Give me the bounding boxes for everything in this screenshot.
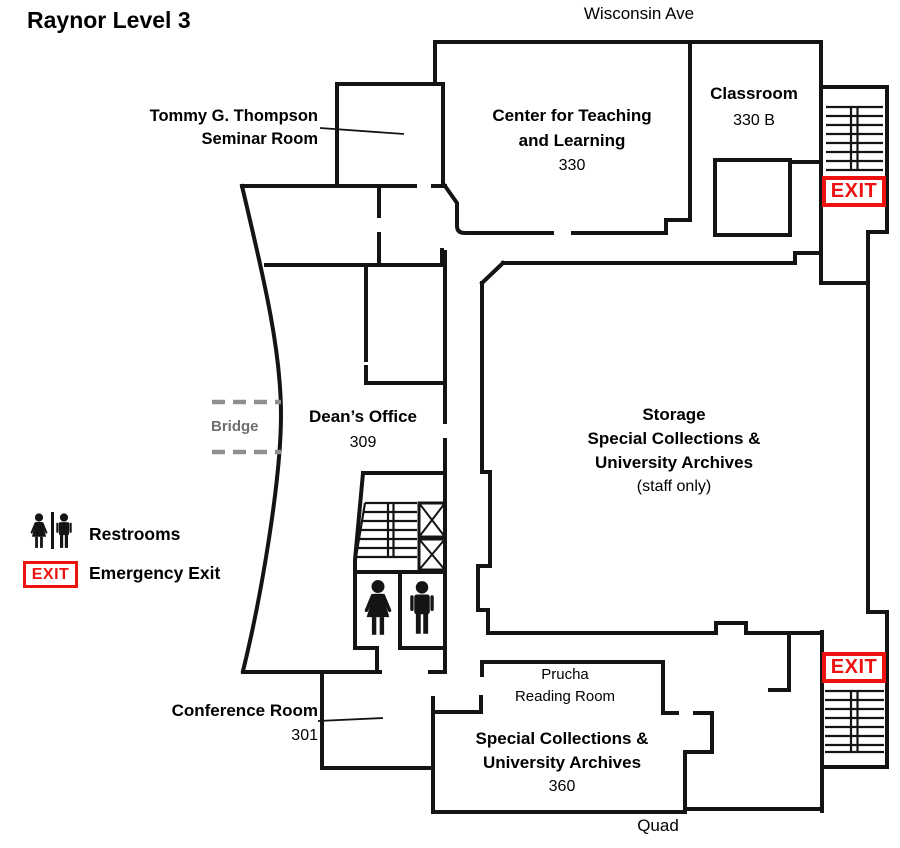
page-title: Raynor Level 3 — [27, 7, 191, 33]
man-icon — [410, 581, 434, 634]
legend-woman-icon — [30, 512, 48, 549]
room-label-conference: Conference Room 301 — [171, 701, 318, 744]
conference-leader-line — [317, 717, 384, 722]
elevator-icon — [417, 501, 447, 572]
stairs-icon-bottom-right — [825, 689, 884, 754]
room-label-scua: Special Collections & University Archive… — [475, 729, 649, 795]
stairs-icon-center — [354, 501, 417, 559]
exit-sign-bottom-right: EXIT — [822, 652, 886, 683]
legend-restrooms-label: Restrooms — [89, 524, 181, 544]
room-label-seminar: Tommy G. Thompson Seminar Room — [149, 107, 318, 148]
bridge-dashed-lines — [212, 399, 281, 455]
stairs-icon-top-right — [826, 105, 883, 172]
woman-icon — [364, 578, 392, 637]
building-walls — [239, 40, 889, 814]
legend-exit-sign: EXIT — [23, 561, 78, 588]
room-label-storage: Storage Special Collections & University… — [587, 405, 761, 495]
street-label-north: Wisconsin Ave — [583, 4, 695, 23]
bridge-label: Bridge — [211, 418, 259, 435]
exit-sign-top-right: EXIT — [822, 176, 886, 207]
room-label-ctl: Center for Teaching and Learning 330 — [492, 106, 652, 174]
room-label-deans: Dean’s Office 309 — [308, 407, 418, 451]
room-label-classroom: Classroom 330 B — [710, 84, 798, 129]
street-label-south: Quad — [637, 816, 679, 835]
seminar-leader-line — [319, 127, 405, 135]
room-label-prucha: Prucha Reading Room — [514, 666, 616, 705]
legend-man-icon — [56, 513, 72, 548]
legend-emergency-exit-label: Emergency Exit — [89, 563, 221, 583]
